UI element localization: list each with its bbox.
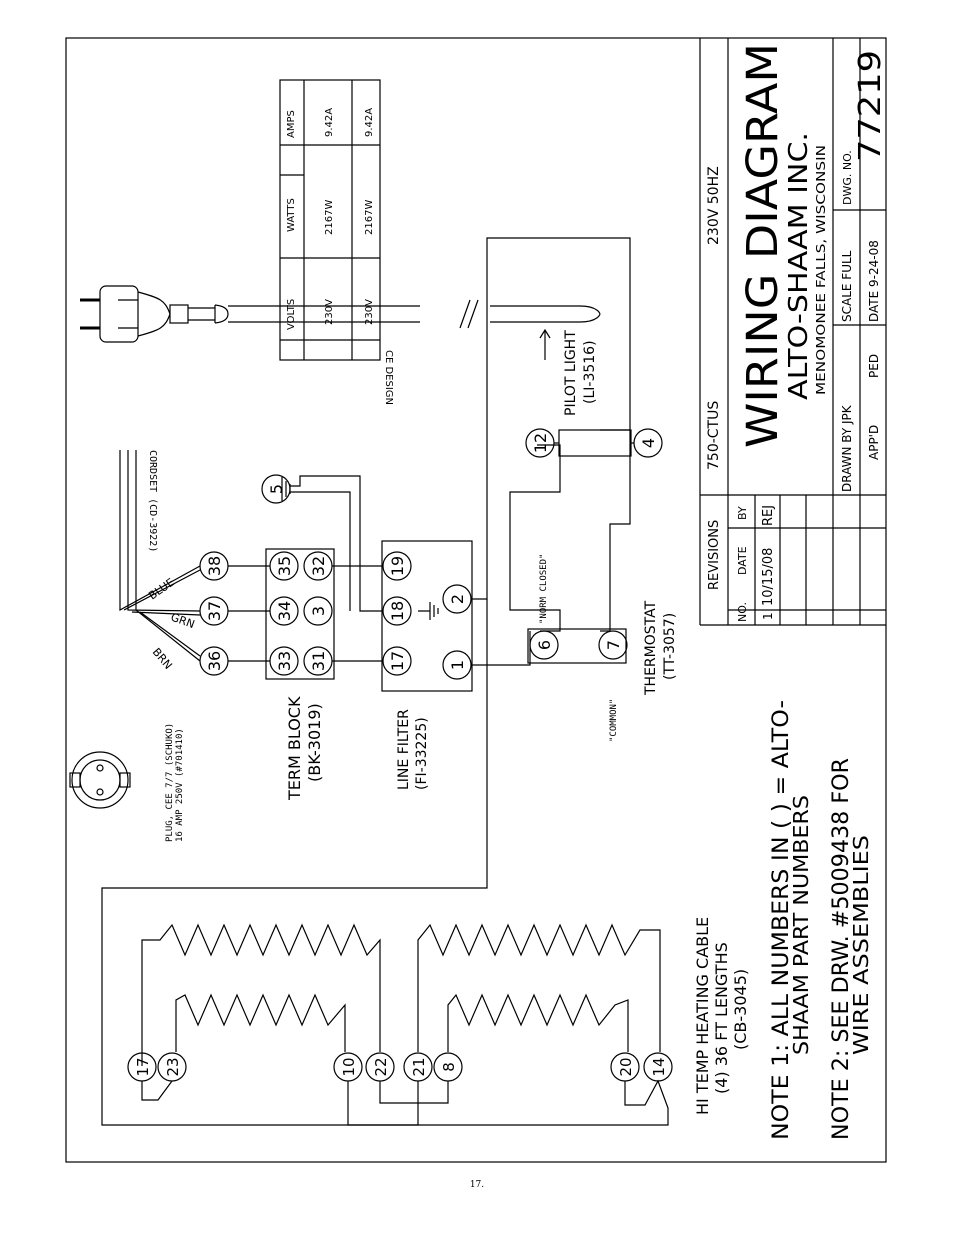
note-1-line2: SHAAM PART NUMBERS — [789, 795, 813, 1055]
terminal-5: 5 — [267, 484, 286, 494]
cordset-label: CORDSET (CD-3922) — [147, 450, 158, 552]
drawing-title: WIRING DIAGRAM — [738, 43, 788, 448]
model-number: 750-CTUS — [706, 401, 722, 470]
plug-label-line1: PLUG, CEE 7/7 (SCHUKO) — [165, 723, 175, 842]
revision-1-no: 1 — [761, 612, 775, 620]
spec-header-design: CE DESIGN — [383, 350, 394, 405]
terminal-12: 12 — [531, 433, 550, 453]
revisions-col-by: BY — [736, 506, 749, 520]
heater-terminal-23: 23 — [164, 1057, 182, 1076]
pilot-light-part-number: (LI-3516) — [582, 340, 598, 404]
plug-label-line2: 16 AMP 250V (#701410) — [175, 728, 185, 842]
company-name: ALTO-SHAAM INC. — [784, 132, 814, 400]
terminal-6: 6 — [535, 640, 554, 650]
terminal-37: 37 — [205, 601, 224, 621]
pilot-light: 12 4 PILOT LIGHT (LI-3516) — [525, 330, 663, 458]
ground-icon — [418, 602, 439, 620]
wire-label-blue: BLUE — [146, 576, 177, 603]
spec-header-watts: WATTS — [286, 198, 297, 232]
spec-r1-volts: 230V — [324, 299, 335, 325]
revision-1-date: 10/15/08 — [761, 548, 776, 606]
terminal-2: 2 — [448, 594, 467, 604]
common-label: "COMMON" — [609, 699, 619, 742]
terminal-36: 36 — [205, 651, 224, 671]
heater-terminal-17: 17 — [134, 1057, 152, 1076]
heater-terminal-14: 14 — [650, 1057, 668, 1076]
note-2-line1: NOTE 2: SEE DRW. #5009438 FOR — [829, 758, 854, 1140]
power-rating: 230V 50HZ — [706, 166, 722, 245]
terminal-38: 38 — [205, 556, 224, 576]
revisions-header: REVISIONS — [707, 520, 722, 590]
line-filter: 19 18 17 2 1 LINE FILTER (FI-33225) — [381, 540, 473, 790]
drawn-by: DRAWN BY JPK — [840, 404, 854, 492]
line-filter-part-number: (FI-33225) — [414, 717, 430, 790]
term-block-part-number: (BK-3019) — [305, 703, 324, 782]
cable-label-line2: (4) 36 FT LENGTHS — [712, 942, 731, 1094]
appd-label: APP'D — [867, 425, 881, 460]
terminal-19: 19 — [388, 556, 407, 576]
note-1-line1: NOTE 1: ALL NUMBERS IN ( ) = ALTO- — [769, 700, 794, 1140]
page-number: 17. — [469, 1180, 485, 1190]
revisions-col-date: DATE — [736, 546, 749, 575]
control-wiring — [101, 237, 631, 1126]
heater-terminal-22: 22 — [372, 1057, 390, 1076]
spec-r1-amps: 9.42A — [324, 108, 335, 137]
thermostat-label: THERMOSTAT — [643, 600, 659, 696]
company-location: MENOMONEE FALLS, WISCONSIN — [814, 145, 828, 395]
spec-r2-volts: 230V — [364, 299, 375, 325]
cable-label-line3: (CB-3045) — [731, 969, 750, 1050]
wire-label-grn: GRN — [169, 611, 196, 632]
title-block: 750-CTUS 230V 50HZ WIRING DIAGRAM ALTO-S… — [699, 38, 888, 626]
terminal-34: 34 — [275, 601, 294, 621]
wire-label-brn: BRN — [150, 646, 175, 672]
heater-terminal-21: 21 — [410, 1057, 428, 1076]
terminal-33: 33 — [275, 651, 294, 671]
thermostat: 6 7 "NORM CLOSED" "COMMON" THERMOSTAT (T… — [527, 554, 678, 742]
terminal-17: 17 — [388, 651, 407, 671]
cable-label-line1: HI TEMP HEATING CABLE — [693, 917, 712, 1115]
terminal-3: 3 — [309, 606, 328, 616]
heater-terminal-10: 10 — [340, 1057, 358, 1076]
revision-1-by: REJ — [761, 505, 776, 526]
line-filter-label: LINE FILTER — [396, 709, 412, 790]
dwg-number: 77219 — [853, 50, 888, 162]
cord-wires: BLUE GRN BRN — [119, 450, 201, 672]
dwg-no-label: DWG. NO. — [841, 150, 854, 205]
cord-terminals: 38 37 36 — [199, 551, 270, 676]
terminal-7: 7 — [604, 640, 623, 650]
ground-terminal: 5 — [261, 474, 291, 504]
note-2-line2: WIRE ASSEMBLIES — [849, 835, 873, 1055]
term-block-label: TERM BLOCK — [285, 696, 304, 801]
approver: PED — [867, 354, 881, 378]
wires-block-to-filter — [290, 475, 382, 662]
cordset: CORDSET (CD-3922) — [80, 285, 601, 552]
terminal-18: 18 — [388, 601, 407, 621]
term-block: 35 34 33 32 3 31 TERM BLOCK (BK-3019) — [265, 548, 335, 801]
spec-r1-watts: 2167W — [324, 200, 335, 235]
heater-terminal-8: 8 — [440, 1062, 458, 1072]
revisions-col-no: NO. — [736, 602, 749, 622]
heater-terminal-20: 20 — [617, 1057, 635, 1076]
terminal-31: 31 — [309, 651, 328, 671]
spec-header-volts: VOLTS — [286, 299, 297, 330]
terminal-4: 4 — [639, 438, 658, 448]
thermostat-part-number: (TT-3057) — [662, 613, 678, 680]
spec-r2-watts: 2167W — [364, 200, 375, 235]
spec-r2-amps: 9.42A — [364, 108, 375, 137]
terminal-1: 1 — [448, 660, 467, 670]
drawing-border — [65, 37, 887, 1163]
drawing-date: DATE 9-24-08 — [867, 240, 881, 322]
norm-closed-label: "NORM CLOSED" — [539, 554, 549, 624]
pilot-light-label: PILOT LIGHT — [563, 330, 579, 416]
ground-icon — [281, 477, 291, 501]
terminal-35: 35 — [275, 556, 294, 576]
spec-table: AMPS WATTS VOLTS CE DESIGN 9.42A 2167W 2… — [279, 79, 394, 405]
heating-cables: 17 23 10 22 21 8 20 14 — [127, 923, 673, 1126]
spec-header-amps: AMPS — [286, 110, 297, 138]
terminal-32: 32 — [309, 556, 328, 576]
plug-face-icon — [69, 751, 131, 809]
scale: SCALE FULL — [840, 250, 854, 322]
